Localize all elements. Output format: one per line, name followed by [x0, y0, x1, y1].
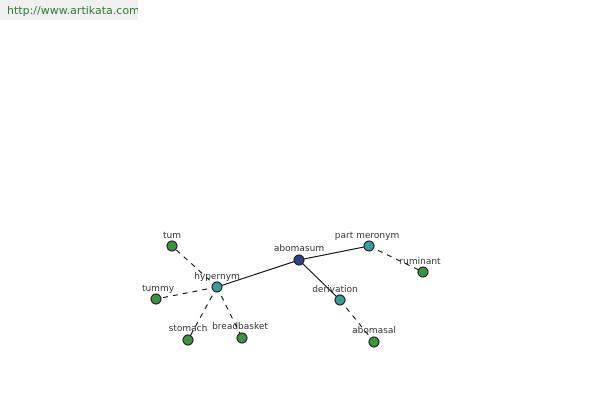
- node-part-meronym[interactable]: part meronym: [335, 231, 399, 252]
- edges-layer: [155, 245, 424, 343]
- node-marker-tummy[interactable]: [150, 293, 162, 305]
- node-label-ruminant: ruminant: [399, 257, 441, 267]
- node-ruminant[interactable]: ruminant: [399, 257, 441, 278]
- source-url-link[interactable]: http://www.artikata.com: [0, 0, 138, 20]
- edge-abomasum-part-meronym: [298, 245, 370, 261]
- edge-abomasum-derivation: [298, 259, 341, 301]
- node-label-hypernym: hypernym: [194, 272, 240, 282]
- node-derivation[interactable]: derivation: [312, 285, 358, 306]
- edge-hypernym-tum: [171, 245, 218, 288]
- edge-abomasum-hypernym: [216, 259, 300, 288]
- node-marker-stomach[interactable]: [182, 334, 194, 346]
- node-marker-abomasum[interactable]: [293, 254, 305, 266]
- node-label-part-meronym: part meronym: [335, 231, 399, 241]
- node-label-derivation: derivation: [312, 285, 358, 295]
- node-label-tummy: tummy: [142, 284, 175, 294]
- node-hypernym[interactable]: hypernym: [194, 272, 240, 293]
- node-abomasum[interactable]: abomasum: [274, 244, 324, 266]
- node-marker-hypernym[interactable]: [211, 281, 223, 293]
- node-abomasal[interactable]: abomasal: [352, 326, 396, 348]
- node-label-abomasum: abomasum: [274, 244, 324, 254]
- node-label-breadbasket: breadbasket: [212, 322, 268, 332]
- nodes-layer: abomasum part meronym hypernym derivation ru…: [142, 231, 441, 348]
- node-label-tum: tum: [163, 231, 181, 241]
- node-stomach[interactable]: stomach: [169, 324, 208, 346]
- edge-hypernym-stomach: [187, 286, 218, 341]
- node-label-abomasal: abomasal: [352, 326, 396, 336]
- node-marker-abomasal[interactable]: [368, 336, 380, 348]
- node-label-stomach: stomach: [169, 324, 208, 334]
- node-breadbasket[interactable]: breadbasket: [212, 322, 268, 344]
- node-marker-ruminant[interactable]: [417, 266, 429, 278]
- node-marker-part-meronym[interactable]: [363, 240, 375, 252]
- node-tummy[interactable]: tummy: [142, 284, 175, 305]
- node-marker-tum[interactable]: [166, 240, 178, 252]
- node-tum[interactable]: tum: [163, 231, 181, 252]
- edge-hypernym-tummy: [155, 286, 218, 300]
- node-marker-derivation[interactable]: [334, 294, 346, 306]
- node-marker-breadbasket[interactable]: [236, 332, 248, 344]
